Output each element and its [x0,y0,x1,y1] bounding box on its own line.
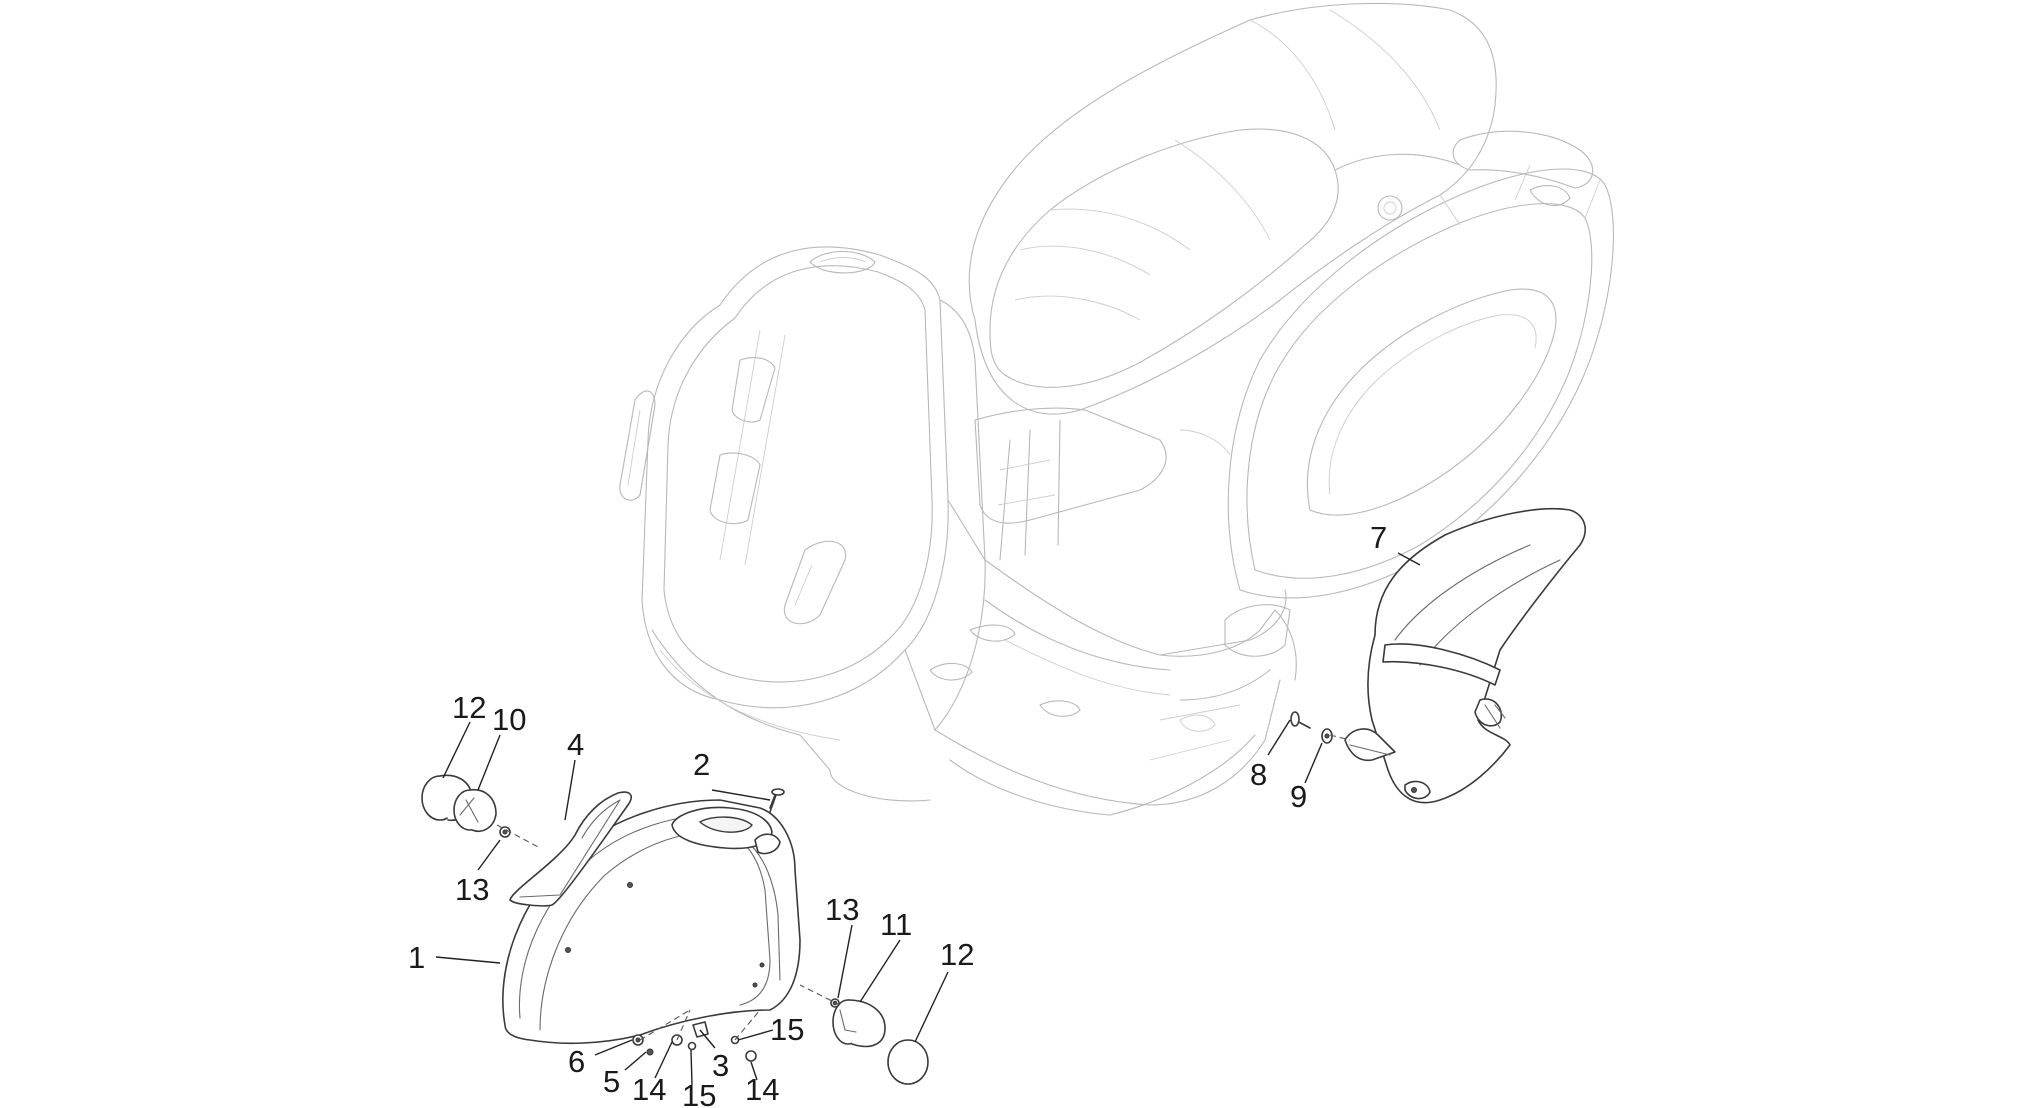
callout-10: 10 [492,702,526,737]
callout-15-b: 15 [770,1012,804,1047]
scooter-body-ghost [619,2,1614,816]
rear-splash-guard-part-7 [1344,507,1586,804]
callout-14-b: 14 [745,1072,779,1107]
washer-part-14-b [745,1050,757,1062]
trim-strip-part-4 [509,791,632,907]
emblem-cap-part-12-right [887,1039,929,1085]
clip-part-3 [692,1021,709,1038]
emblem-housing-part-11 [832,999,886,1048]
front-mudguard-part-1 [502,799,801,1045]
callout-13-right: 13 [825,892,859,927]
emblem-housing-part-10 [453,789,497,832]
callout-7: 7 [1370,520,1387,555]
callout-15-a: 15 [682,1078,716,1108]
callout-11: 11 [880,907,912,942]
callout-14-a: 14 [632,1072,666,1107]
callout-1: 1 [408,940,425,975]
leader-lines [435,552,1421,1086]
callout-5: 5 [603,1064,620,1099]
callout-labels: 12 10 4 2 13 1 6 5 14 15 3 15 14 13 11 1… [408,520,1387,1108]
callout-9: 9 [1290,779,1307,814]
callout-3: 3 [712,1048,729,1083]
nut-part-6 [632,1034,644,1046]
screw-part-15-a [687,1041,697,1051]
callout-8: 8 [1250,757,1267,792]
alignment-dashes [496,734,1351,1041]
nut-part-13-left [499,826,511,838]
callout-13-left: 13 [455,872,489,907]
screw-part-5 [646,1048,654,1056]
callout-6: 6 [568,1044,585,1079]
callout-2: 2 [693,747,710,782]
callout-4: 4 [567,727,584,762]
screw-part-2 [769,788,785,813]
washer-part-9 [1321,728,1333,744]
callout-12-right: 12 [940,937,974,972]
callout-12-left: 12 [452,690,486,725]
screw-part-8 [1290,711,1311,729]
